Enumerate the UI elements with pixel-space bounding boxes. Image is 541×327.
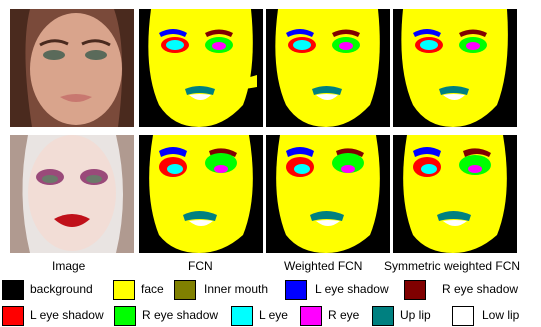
column-label-image: Image	[52, 259, 85, 273]
column-label-fcn: FCN	[188, 259, 213, 273]
legend-swatch	[2, 280, 24, 300]
fcn-segmentation-row1	[139, 9, 263, 127]
legend-label: L eye shadow	[315, 282, 389, 296]
legend-swatch	[285, 280, 307, 300]
legend-swatch	[300, 306, 322, 326]
legend-swatch	[114, 306, 136, 326]
legend-swatch	[113, 280, 135, 300]
legend-label: Up lip	[400, 308, 431, 322]
legend-swatch	[452, 306, 474, 326]
legend-row-1: background face Inner mouth L eye shadow…	[0, 279, 541, 301]
column-label-weighted-fcn: Weighted FCN	[284, 259, 362, 273]
legend-row-2: L eye shadow R eye shadow L eye R eye Up…	[0, 305, 541, 327]
input-photo-row2	[10, 135, 134, 253]
legend-label: background	[30, 282, 93, 296]
legend-swatch	[372, 306, 394, 326]
legend-label: face	[141, 282, 164, 296]
legend-swatch	[174, 280, 196, 300]
legend-swatch	[2, 306, 24, 326]
symmetric-weighted-fcn-segmentation-row2	[393, 135, 517, 253]
weighted-fcn-segmentation-row2	[266, 135, 390, 253]
legend-label: R eye shadow	[442, 282, 518, 296]
legend-label: R eye shadow	[142, 308, 218, 322]
legend-label: Low lip	[482, 308, 519, 322]
legend-swatch	[404, 280, 426, 300]
column-label-symmetric-weighted-fcn: Symmetric weighted FCN	[384, 259, 520, 273]
legend-label: L eye shadow	[30, 308, 104, 322]
input-photo-row1	[10, 9, 134, 127]
symmetric-weighted-fcn-segmentation-row1	[393, 9, 517, 127]
legend-label: L eye	[259, 308, 288, 322]
legend-label: Inner mouth	[204, 282, 268, 296]
fcn-segmentation-row2	[139, 135, 263, 253]
legend-label: R eye	[328, 308, 359, 322]
legend-swatch	[231, 306, 253, 326]
weighted-fcn-segmentation-row1	[266, 9, 390, 127]
